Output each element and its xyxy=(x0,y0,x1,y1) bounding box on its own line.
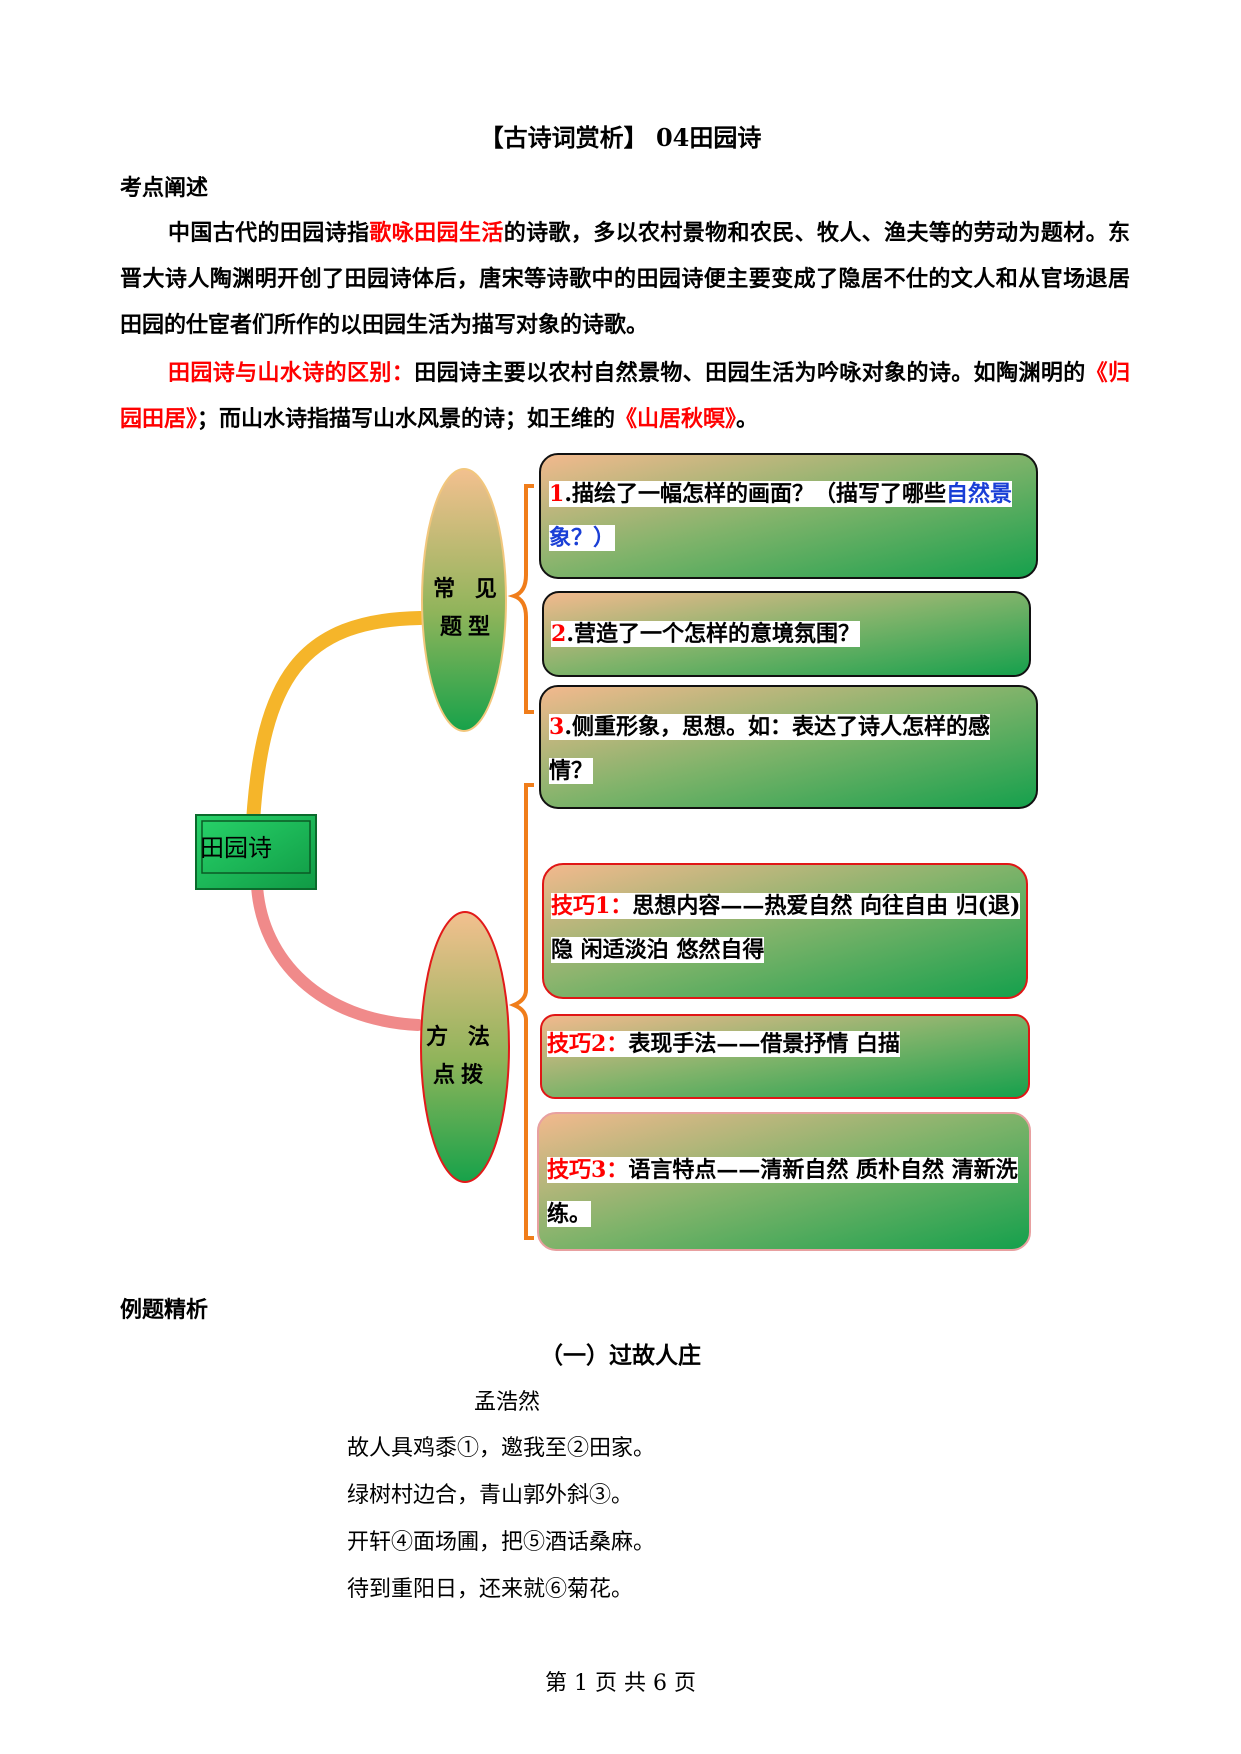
tip-3-label: 技巧3： xyxy=(547,1157,629,1183)
poem-line-4: 待到重阳日，还来就⑥菊花。 xyxy=(347,1577,634,1602)
section-heading-examples: 例题精析 xyxy=(120,1297,209,1323)
poem-line-3: 开轩④面场圃，把⑤酒话桑麻。 xyxy=(347,1530,656,1555)
question-1-text: 1.描绘了一幅怎样的画面？（描写了哪些自然景象？） xyxy=(549,472,1031,560)
tip-1-label: 技巧1： xyxy=(551,893,633,919)
question-1-number: 1 xyxy=(549,481,565,507)
para2-part-f: 。 xyxy=(736,406,759,432)
tip-2-label: 技巧2： xyxy=(547,1031,629,1057)
poem-title: （一）过故人庄 xyxy=(540,1342,701,1369)
tip-2-content: 表现手法——借景抒情 白描 xyxy=(628,1031,900,1057)
para2-part-b: 田园诗主要以农村自然景物、田园生活为吟咏对象的诗。如陶渊明的 xyxy=(414,360,1086,386)
branch1-label-line1: 常 见 xyxy=(433,576,503,602)
connector-top xyxy=(246,611,427,829)
ellipse-method-tips xyxy=(420,911,510,1183)
mind-map-diagram: 田园诗 常 见 题型 方 法 点拨 1.描绘了一幅怎样的画面？（描写了哪些自然景… xyxy=(0,450,1241,1270)
question-3-part-a: .侧重形象，思想。如：表达了诗人怎样的感情？ xyxy=(549,714,990,784)
center-node-box xyxy=(195,814,317,890)
para1-part-a: 中国古代的田园诗指 xyxy=(168,220,370,246)
brace-bottom xyxy=(508,783,534,1240)
tip-1-text: 技巧1：思想内容——热爱自然 向往自由 归(退)隐 闲适淡泊 悠然自得 xyxy=(551,884,1021,972)
question-1-part-b: 自然景象？） xyxy=(549,481,1012,551)
para1-highlight: 歌咏田园生活 xyxy=(369,220,504,246)
section-heading-kaodian: 考点阐述 xyxy=(120,175,209,201)
tip-3-text: 技巧3：语言特点——清新自然 质朴自然 清新洗练。 xyxy=(547,1148,1027,1236)
question-2-part-a: .营造了一个怎样的意境氛围？ xyxy=(566,621,860,647)
tip-2-text: 技巧2：表现手法——借景抒情 白描 xyxy=(547,1022,1025,1066)
poem-author: 孟浩然 xyxy=(474,1390,541,1415)
page-footer: 第 1 页 共 6 页 xyxy=(545,1671,696,1696)
tip-1-content: 思想内容——热爱自然 向往自由 归(退)隐 闲适淡泊 悠然自得 xyxy=(551,893,1021,963)
branch2-label-line2: 点拨 xyxy=(432,1062,489,1088)
center-node-inner-frame xyxy=(201,820,311,874)
branch2-label-line1: 方 法 xyxy=(426,1024,496,1050)
para1-part-c: 的诗歌，多以农村景物和农民、牧人、渔夫等的劳动为题材。东晋大诗人陶渊明开创了田园… xyxy=(120,220,1130,338)
mind-map-graphics xyxy=(195,453,1038,1251)
question-3-text: 3.侧重形象，思想。如：表达了诗人怎样的感情？ xyxy=(549,705,1031,793)
connector-bottom xyxy=(251,880,424,1031)
question-1-part-a: .描绘了一幅怎样的画面？（描写了哪些 xyxy=(564,481,946,507)
ellipse-common-question-types xyxy=(421,468,507,732)
poem-line-1: 故人具鸡黍①，邀我至②田家。 xyxy=(347,1436,656,1461)
para2-work-2: 《山居秋暝》 xyxy=(615,406,737,432)
brace-top xyxy=(507,484,534,714)
center-node-label: 田园诗 xyxy=(200,834,272,862)
branch1-label-line2: 题型 xyxy=(439,614,496,640)
para2-work-1: 《归园田居》 xyxy=(120,360,1130,432)
branch1-label: 常 见 题型 xyxy=(428,570,508,646)
question-2-text: 2.营造了一个怎样的意境氛围？ xyxy=(551,612,1021,656)
para2-part-d: ；而山水诗指描写山水风景的诗；如王维的 xyxy=(197,406,616,432)
page-title: 【古诗词赏析】 04田园诗 xyxy=(479,123,762,152)
poem-line-2: 绿树村边合，青山郭外斜③。 xyxy=(347,1483,634,1508)
paragraph-definition: 中国古代的田园诗指歌咏田园生活的诗歌，多以农村景物和农民、牧人、渔夫等的劳动为题… xyxy=(120,210,1130,348)
question-3-number: 3 xyxy=(549,714,565,740)
question-2-number: 2 xyxy=(551,621,567,647)
tip-3-content: 语言特点——清新自然 质朴自然 清新洗练。 xyxy=(547,1157,1018,1227)
paragraph-difference: 田园诗与山水诗的区别：田园诗主要以农村自然景物、田园生活为吟咏对象的诗。如陶渊明… xyxy=(120,350,1130,442)
para2-heading: 田园诗与山水诗的区别： xyxy=(168,360,415,386)
branch2-label: 方 法 点拨 xyxy=(421,1018,501,1094)
